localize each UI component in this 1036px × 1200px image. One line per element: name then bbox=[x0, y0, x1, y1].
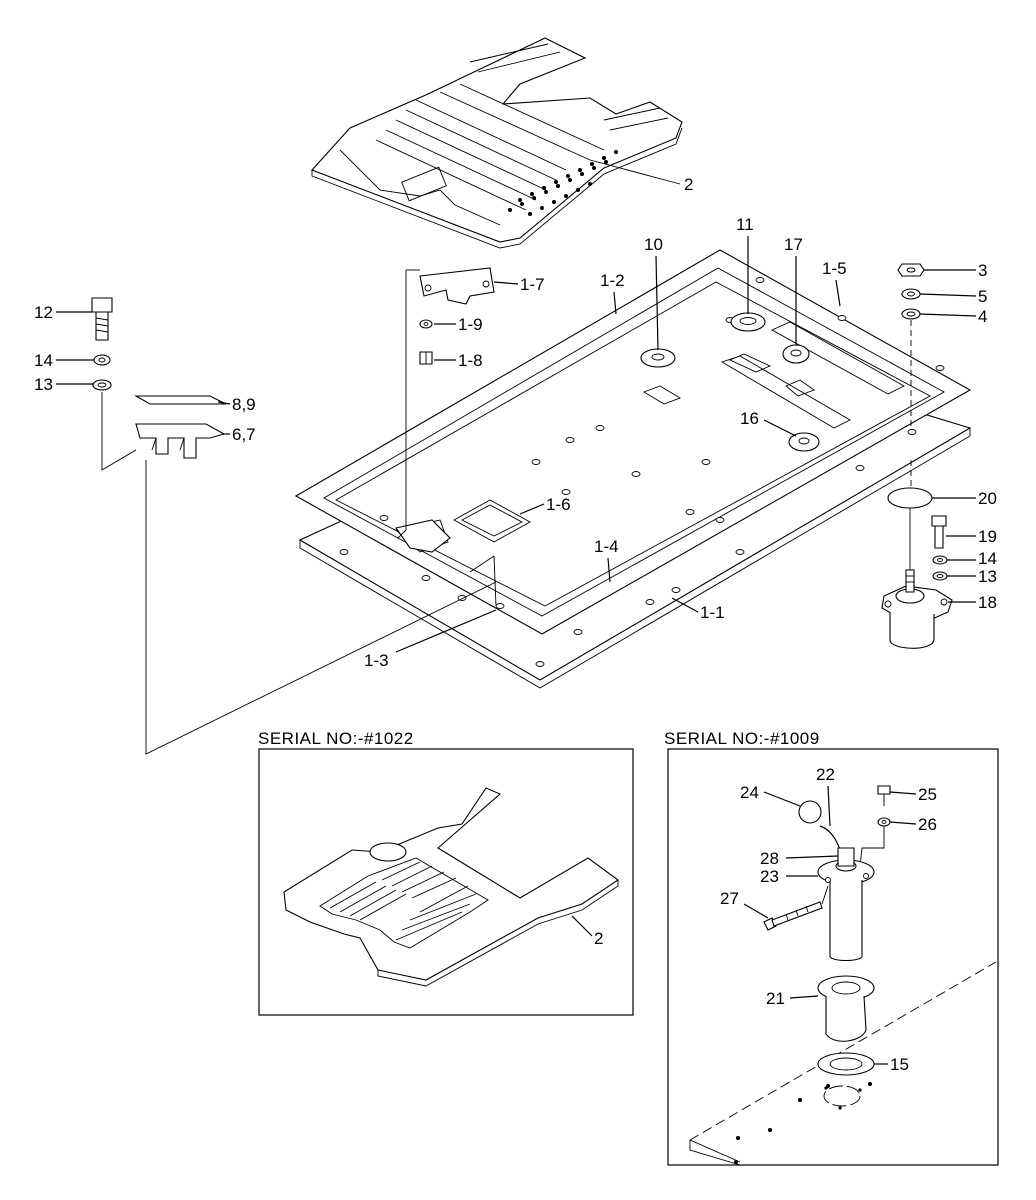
label-13-right: 13 bbox=[978, 567, 997, 586]
sender-unit-23 bbox=[817, 847, 875, 962]
label-28: 28 bbox=[760, 849, 779, 868]
label-6-7: 6,7 bbox=[232, 425, 256, 444]
grommet-16 bbox=[788, 432, 820, 452]
label-23: 23 bbox=[760, 867, 779, 886]
label-1-3: 1-3 bbox=[364, 651, 389, 670]
ball-24 bbox=[798, 800, 822, 824]
bolt-19 bbox=[931, 515, 947, 549]
label-1-8: 1-8 bbox=[458, 351, 483, 370]
label-17: 17 bbox=[784, 235, 803, 254]
label-5: 5 bbox=[978, 287, 987, 306]
label-18: 18 bbox=[978, 593, 997, 612]
label-1-5: 1-5 bbox=[822, 259, 847, 278]
washer-5 bbox=[901, 288, 921, 300]
inset-left-header: SERIAL NO:-#1022 bbox=[258, 729, 414, 748]
washer-14-left bbox=[93, 354, 111, 366]
bolt-12 bbox=[91, 297, 113, 341]
label-15: 15 bbox=[890, 1055, 909, 1074]
nut-1-8 bbox=[419, 351, 433, 365]
nut-3 bbox=[897, 263, 925, 277]
inset-right-frame bbox=[667, 748, 999, 1166]
label-14-left: 14 bbox=[34, 351, 53, 370]
mount-18 bbox=[881, 569, 953, 649]
gasket-15 bbox=[817, 1052, 875, 1076]
label-10: 10 bbox=[644, 235, 663, 254]
label-1-7: 1-7 bbox=[520, 275, 545, 294]
label-22: 22 bbox=[816, 765, 835, 784]
washer-4 bbox=[901, 308, 921, 320]
label-2-top: 2 bbox=[684, 175, 693, 194]
washer-13-right bbox=[932, 571, 948, 581]
plate-20 bbox=[887, 487, 933, 509]
plate-holes bbox=[339, 277, 945, 667]
floor-mat-alt bbox=[283, 787, 619, 987]
label-1-2: 1-2 bbox=[600, 271, 625, 290]
bracket-1-7 bbox=[419, 267, 495, 305]
screw-27 bbox=[763, 901, 823, 931]
mat-ribs bbox=[375, 43, 669, 211]
label-12: 12 bbox=[34, 303, 53, 322]
plate-hole bbox=[823, 1085, 861, 1107]
inset-left-frame bbox=[258, 748, 634, 1016]
inset-right-header: SERIAL NO:-#1009 bbox=[664, 729, 820, 748]
label-25: 25 bbox=[918, 785, 937, 804]
washer-13-left bbox=[92, 379, 112, 391]
mat-dot-grid bbox=[508, 150, 618, 216]
sleeve-21 bbox=[817, 975, 875, 1042]
label-1-9: 1-9 bbox=[458, 315, 483, 334]
label-3: 3 bbox=[978, 261, 987, 280]
label-13-left: 13 bbox=[34, 375, 53, 394]
screw-25 bbox=[877, 785, 891, 806]
washer-26 bbox=[877, 817, 891, 827]
label-8-9: 8,9 bbox=[232, 395, 256, 414]
label-4: 4 bbox=[978, 307, 987, 326]
label-1-4: 1-4 bbox=[594, 537, 619, 556]
washer-1-9 bbox=[419, 319, 433, 329]
floor-plate-assembly bbox=[294, 249, 972, 689]
label-2-inset: 2 bbox=[594, 929, 603, 948]
label-16: 16 bbox=[740, 409, 759, 428]
label-1-1: 1-1 bbox=[700, 603, 725, 622]
floor-mat-top bbox=[311, 37, 683, 249]
label-26: 26 bbox=[918, 815, 937, 834]
label-24: 24 bbox=[740, 783, 759, 802]
label-11: 11 bbox=[736, 215, 754, 234]
label-1-6: 1-6 bbox=[546, 495, 571, 514]
clip-6-7 bbox=[135, 423, 226, 459]
label-21: 21 bbox=[766, 989, 785, 1008]
label-27: 27 bbox=[720, 889, 739, 908]
label-19: 19 bbox=[978, 527, 997, 546]
grommet-17 bbox=[782, 344, 810, 364]
mat-alt-ribs bbox=[329, 861, 477, 941]
washer-14-right bbox=[932, 555, 948, 565]
grommet-10 bbox=[640, 348, 676, 368]
label-20: 20 bbox=[978, 489, 997, 508]
pad-8-9 bbox=[133, 395, 227, 405]
label-14-right: 14 bbox=[978, 549, 997, 568]
grommet-11 bbox=[730, 312, 766, 332]
